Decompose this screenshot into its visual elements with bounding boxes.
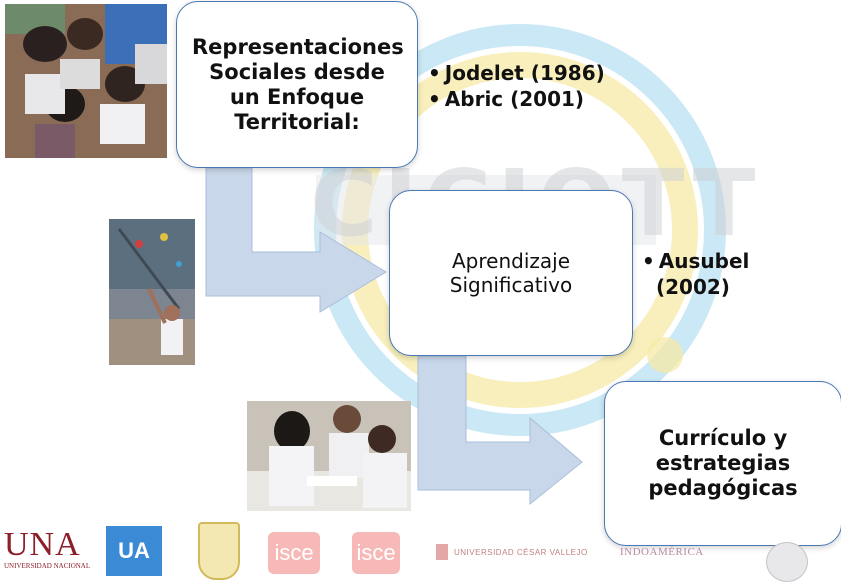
logo-una: UNA UNIVERSIDAD NACIONAL xyxy=(4,526,91,571)
references-list-2: •Ausubel (2002) xyxy=(642,248,749,300)
reference-item: •Jodelet (1986) xyxy=(428,60,605,86)
logo-isce-2: isce xyxy=(352,532,400,574)
photo-student-climbing xyxy=(109,219,195,365)
arrow-1-to-2 xyxy=(205,167,387,313)
reference-text: Jodelet (1986) xyxy=(444,61,605,85)
reference-item-continuation: (2002) xyxy=(656,275,730,299)
node-1-label: Representaciones Sociales desde un Enfoq… xyxy=(192,34,404,134)
reference-text: Abric (2001) xyxy=(444,87,585,111)
bullet-icon: • xyxy=(642,249,655,273)
photo-students-group xyxy=(5,4,167,158)
logo-ua: UA xyxy=(106,526,162,576)
institution-logos-strip: UNA UNIVERSIDAD NACIONAL UA isce isce UN… xyxy=(0,520,841,582)
photo-students-table xyxy=(247,401,411,511)
logo-ucv: UNIVERSIDAD CÉSAR VALLEJO xyxy=(436,544,588,560)
bullet-icon: • xyxy=(428,61,441,85)
node-aprendizaje-significativo: Aprendizaje Significativo xyxy=(389,190,633,356)
logo-seal xyxy=(766,542,808,582)
ucv-crest-icon xyxy=(436,544,448,560)
node-2-label: Aprendizaje Significativo xyxy=(449,249,573,297)
node-curriculo-estrategias: Currículo y estrategias pedagógicas xyxy=(604,381,841,546)
logo-shield-emblem xyxy=(198,522,240,580)
logo-indoamerica: INDOAMÉRICA xyxy=(620,546,704,558)
logo-isce-1: isce xyxy=(268,532,320,574)
node-3-label: Currículo y estrategias pedagógicas xyxy=(648,426,798,500)
node-representaciones-sociales: Representaciones Sociales desde un Enfoq… xyxy=(176,1,418,168)
arrow-2-to-3 xyxy=(417,355,583,506)
references-list-1: •Jodelet (1986) •Abric (2001) xyxy=(428,60,605,112)
reference-item: •Abric (2001) xyxy=(428,86,605,112)
reference-item: •Ausubel xyxy=(642,248,749,274)
bullet-icon: • xyxy=(428,87,441,111)
reference-text: Ausubel xyxy=(658,249,750,273)
